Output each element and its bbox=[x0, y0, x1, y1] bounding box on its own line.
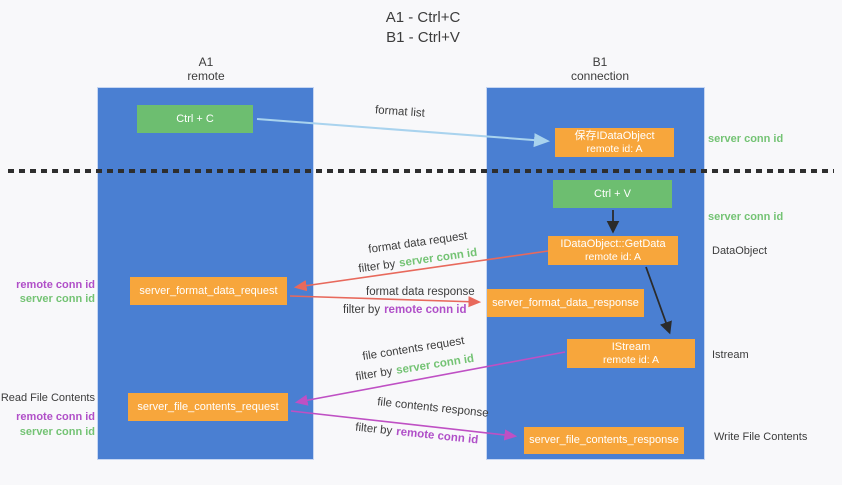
filter-by-text: filter by bbox=[343, 304, 381, 316]
node-file-request-label: server_file_contents_request bbox=[137, 400, 279, 413]
node-file-response-label: server_file_contents_response bbox=[529, 434, 679, 446]
title-line-1: A1 - Ctrl+C bbox=[385, 9, 461, 26]
node-server-file-contents-response: server_file_contents_response bbox=[524, 427, 684, 454]
node-server-file-contents-request: server_file_contents_request bbox=[128, 393, 288, 421]
node-server-format-data-response: server_format_data_response bbox=[487, 289, 644, 317]
node-getdata-title: IDataObject::GetData bbox=[560, 237, 666, 250]
right-label-istream: Istream bbox=[712, 349, 749, 361]
arrow-format-list bbox=[256, 118, 550, 148]
column-b1-name: B1 bbox=[592, 55, 608, 69]
right-label-write-file-contents: Write File Contents bbox=[714, 431, 808, 443]
node-ctrl-v: Ctrl + V bbox=[553, 180, 672, 208]
node-server-format-data-request: server_format_data_request bbox=[130, 277, 287, 305]
node-format-request-label: server_format_data_request bbox=[139, 284, 278, 297]
node-save-idataobject: 保存IDataObject remote id: A bbox=[555, 128, 674, 157]
left-label-server-conn-id-2: server conn id bbox=[19, 426, 95, 438]
node-save-idataobject-title: 保存IDataObject bbox=[574, 129, 655, 142]
node-idataobject-getdata: IDataObject::GetData remote id: A bbox=[548, 236, 678, 265]
node-ctrl-c-label: Ctrl + C bbox=[176, 112, 214, 125]
node-istream-remote-id: remote id: A bbox=[602, 353, 660, 366]
arrow-format-data-response bbox=[289, 295, 482, 308]
arrow-file-contents-request bbox=[294, 351, 566, 406]
label-format-data-response: format data response bbox=[366, 286, 475, 298]
right-label-server-conn-id-1: server conn id bbox=[708, 133, 784, 145]
diagram-title: A1 - Ctrl+C B1 - Ctrl+V bbox=[323, 8, 523, 48]
title-line-2: B1 - Ctrl+V bbox=[386, 29, 460, 46]
remote-conn-id-text: remote conn id bbox=[384, 304, 467, 316]
arrow-file-contents-response bbox=[290, 410, 518, 441]
arrow-getdata-to-istream bbox=[645, 266, 672, 335]
column-header-b1: B1 connection bbox=[540, 55, 660, 83]
right-label-dataobject: DataObject bbox=[712, 245, 768, 257]
node-istream: IStream remote id: A bbox=[567, 339, 695, 368]
node-ctrl-v-label: Ctrl + V bbox=[594, 187, 631, 200]
left-label-remote-conn-id-1: remote conn id bbox=[16, 279, 95, 291]
column-a1-role: remote bbox=[187, 69, 225, 83]
column-a1-name: A1 bbox=[198, 55, 214, 69]
node-ctrl-c: Ctrl + C bbox=[137, 105, 253, 133]
left-label-remote-conn-id-2: remote conn id bbox=[16, 411, 95, 423]
left-label-server-conn-id-1: server conn id bbox=[19, 293, 95, 305]
arrow-format-data-request bbox=[293, 250, 549, 292]
node-save-idataobject-remote-id: remote id: A bbox=[586, 142, 643, 155]
phase-separator-dotted-line bbox=[8, 169, 834, 173]
node-format-response-label: server_format_data_response bbox=[492, 296, 639, 309]
right-label-server-conn-id-2: server conn id bbox=[708, 211, 784, 223]
left-label-read-file-contents: Read File Contents bbox=[0, 392, 95, 404]
node-istream-title: IStream bbox=[611, 340, 651, 353]
node-getdata-remote-id: remote id: A bbox=[584, 250, 642, 263]
column-header-a1: A1 remote bbox=[146, 55, 266, 83]
column-b1-role: connection bbox=[570, 69, 630, 83]
